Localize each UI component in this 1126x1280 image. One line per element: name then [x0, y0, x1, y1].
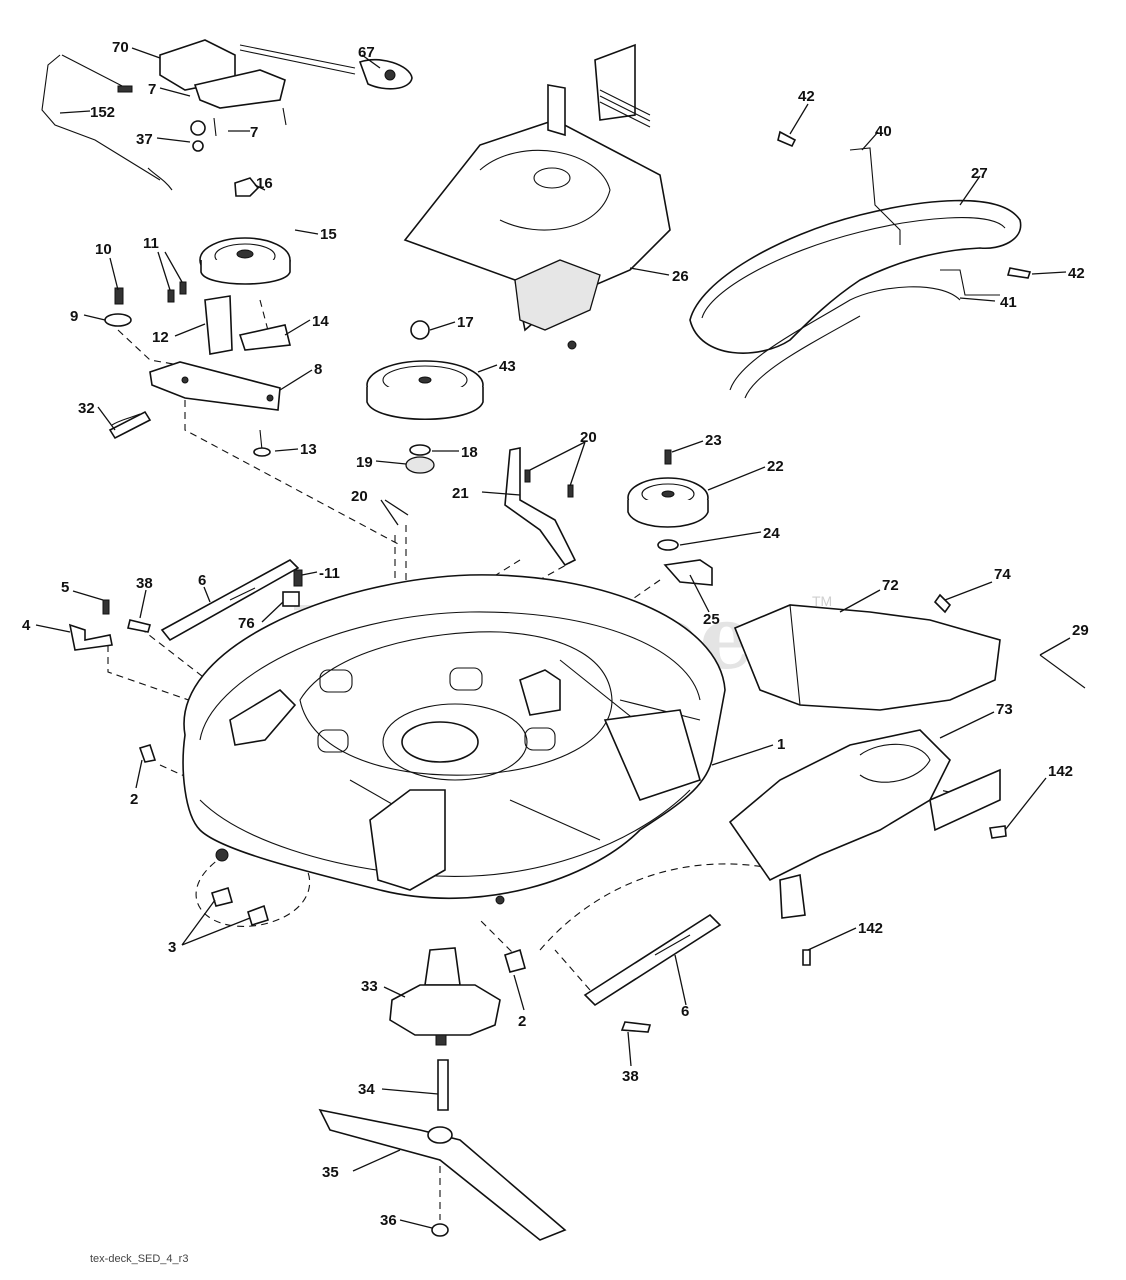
- idler-arm-assembly: [104, 177, 291, 457]
- callout-73: 73: [996, 701, 1013, 718]
- callout-27: 27: [971, 165, 988, 182]
- callout-11: -11: [319, 565, 340, 582]
- callout-21: 21: [452, 485, 469, 502]
- callout-8: 8: [314, 361, 322, 378]
- callout-17: 17: [457, 314, 474, 331]
- callout-6: 6: [198, 572, 206, 589]
- callout-67: 67: [358, 44, 375, 61]
- callout-38: 38: [622, 1068, 639, 1085]
- callout-15: 15: [320, 226, 337, 243]
- callout-7: 7: [148, 81, 156, 98]
- callout-22: 22: [767, 458, 784, 475]
- spindle-blade-assembly: [318, 825, 1007, 1241]
- callout-7: 7: [250, 124, 258, 141]
- height-adjust-linkage: [41, 39, 413, 191]
- callout-74: 74: [994, 566, 1011, 583]
- callout-2: 2: [130, 791, 138, 808]
- watermark-trademark: TM: [812, 593, 832, 609]
- callout-34: 34: [358, 1081, 375, 1098]
- callout-16: 16: [256, 175, 273, 192]
- callout-26: 26: [672, 268, 689, 285]
- callout-35: 35: [322, 1164, 339, 1181]
- callout-4: 4: [22, 617, 31, 634]
- callout-72: 72: [882, 577, 899, 594]
- callout-32: 32: [78, 400, 95, 417]
- callout-29: 29: [1072, 622, 1089, 639]
- callout-9: 9: [70, 308, 78, 325]
- callout-43: 43: [499, 358, 516, 375]
- callout-142: 142: [1048, 763, 1073, 780]
- center-pulley-assembly: [366, 320, 484, 474]
- belt-guide-assembly: [689, 130, 1032, 399]
- callout-6: 6: [681, 1003, 689, 1020]
- callout-18: 18: [461, 444, 478, 461]
- callout-38: 38: [136, 575, 153, 592]
- callout-19: 19: [356, 454, 373, 471]
- callout-42: 42: [798, 88, 815, 105]
- callout-3: 3: [168, 939, 176, 956]
- diagram-code: tex-deck_SED_4_r3: [90, 1253, 188, 1265]
- callout-23: 23: [705, 432, 722, 449]
- callout-13: 13: [300, 441, 317, 458]
- callout-2: 2: [518, 1013, 526, 1030]
- callout-70: 70: [112, 39, 129, 56]
- callout-152: 152: [90, 104, 115, 121]
- callout-11: 11: [143, 235, 159, 252]
- callout-1: 1: [777, 736, 785, 753]
- mower-deck-housing: [182, 574, 726, 905]
- callout-12: 12: [152, 329, 169, 346]
- callout-76: 76: [238, 615, 255, 632]
- callout-20: 20: [351, 488, 368, 505]
- callout-36: 36: [380, 1212, 397, 1229]
- idler-pulley-bracket: [504, 447, 713, 586]
- callout-142: 142: [858, 920, 883, 937]
- pulley-cover: [403, 43, 671, 350]
- callout-20: 20: [580, 429, 597, 446]
- callout-24: 24: [763, 525, 780, 542]
- callout-42: 42: [1068, 265, 1085, 282]
- callout-25: 25: [703, 611, 720, 628]
- callout-10: 10: [95, 241, 112, 258]
- deck-side-hardware: [68, 559, 722, 1033]
- callout-40: 40: [875, 123, 892, 140]
- callout-33: 33: [361, 978, 378, 995]
- callout-5: 5: [61, 579, 69, 596]
- discharge-chute: [728, 593, 1086, 919]
- callout-14: 14: [312, 313, 329, 330]
- callout-37: 37: [136, 131, 153, 148]
- leader-lines: [35, 47, 1071, 1229]
- callout-41: 41: [1000, 294, 1017, 311]
- callout-labels: 70 67 7 7 152 37 16 15 10 11 9 12 14 8 3…: [22, 39, 1089, 1229]
